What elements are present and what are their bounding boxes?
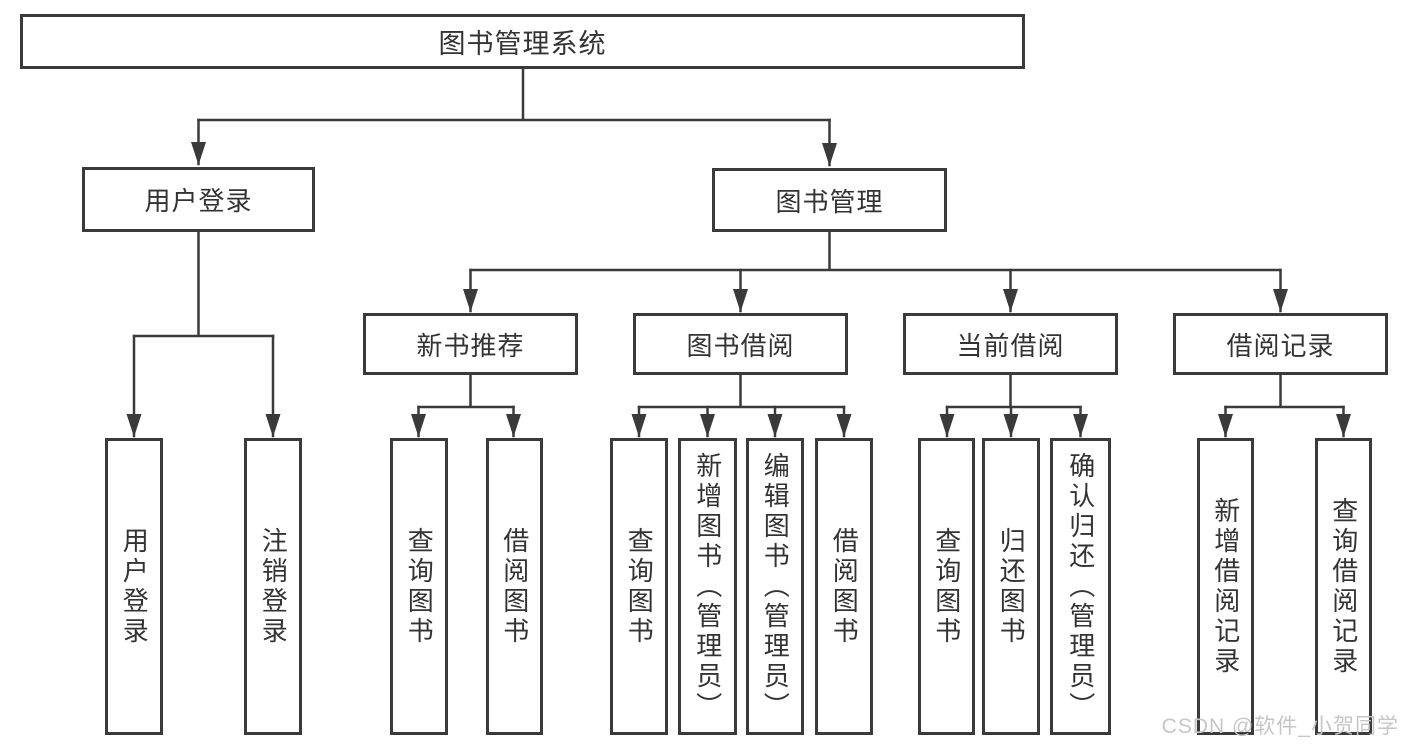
- node-borrow-records: 借阅记录: [1173, 313, 1388, 375]
- connector-current-to-leaves: [945, 373, 1082, 409]
- leaf-query-books: 查询图书: [610, 438, 668, 735]
- connector-borrow-to-leaves: [637, 373, 846, 409]
- leaf-label: 借阅图书: [829, 526, 860, 647]
- leaf-label: 新增借阅记录: [1210, 496, 1241, 677]
- connector-bookmgmt-to-level3: [469, 230, 1282, 272]
- leaf-label: 编辑图书（管理员）: [760, 451, 791, 722]
- leaf-query-books: 查询图书: [918, 438, 975, 735]
- leaf-query-books: 查询图书: [390, 438, 448, 735]
- leaf-label: 新增图书（管理员）: [692, 451, 723, 722]
- leaf-label: 借阅图书: [499, 526, 530, 647]
- leaf-add-borrow-record: 新增借阅记录: [1197, 438, 1254, 735]
- leaf-add-books-admin: 新增图书（管理员）: [678, 438, 737, 735]
- leaf-label: 确认归还（管理员）: [1065, 451, 1096, 722]
- csdn-watermark: CSDN @软件_小贺同学: [1161, 715, 1399, 738]
- leaf-borrow-books: 借阅图书: [815, 438, 873, 735]
- leaf-label: 用户登录: [119, 526, 150, 647]
- node-book-borrow: 图书借阅: [633, 313, 848, 375]
- leaf-label: 归还图书: [996, 526, 1027, 647]
- leaf-query-borrow-record: 查询借阅记录: [1315, 438, 1372, 735]
- leaf-label: 查询图书: [931, 526, 962, 647]
- leaf-label: 查询图书: [624, 526, 655, 647]
- node-book-management: 图书管理: [712, 168, 947, 232]
- connector-recommend-to-leaves: [417, 373, 515, 409]
- connector-records-to-leaves: [1224, 373, 1345, 409]
- connector-userlogin-to-leaves: [132, 230, 275, 338]
- leaf-return-books: 归还图书: [982, 438, 1040, 735]
- node-current-borrow: 当前借阅: [903, 313, 1118, 375]
- leaf-label: 查询图书: [404, 526, 435, 647]
- leaf-confirm-return-admin: 确认归还（管理员）: [1050, 438, 1111, 735]
- leaf-edit-books-admin: 编辑图书（管理员）: [746, 438, 804, 735]
- leaf-logout: 注销登录: [244, 438, 302, 735]
- leaf-label: 注销登录: [258, 526, 289, 647]
- node-user-login: 用户登录: [82, 167, 315, 232]
- connector-root-to-level2: [197, 67, 831, 122]
- node-root-title: 图书管理系统: [20, 14, 1025, 69]
- leaf-label: 查询借阅记录: [1328, 496, 1359, 677]
- leaf-user-login: 用户登录: [105, 438, 163, 735]
- leaf-borrow-books: 借阅图书: [486, 438, 543, 735]
- node-new-book-recommend: 新书推荐: [363, 313, 578, 375]
